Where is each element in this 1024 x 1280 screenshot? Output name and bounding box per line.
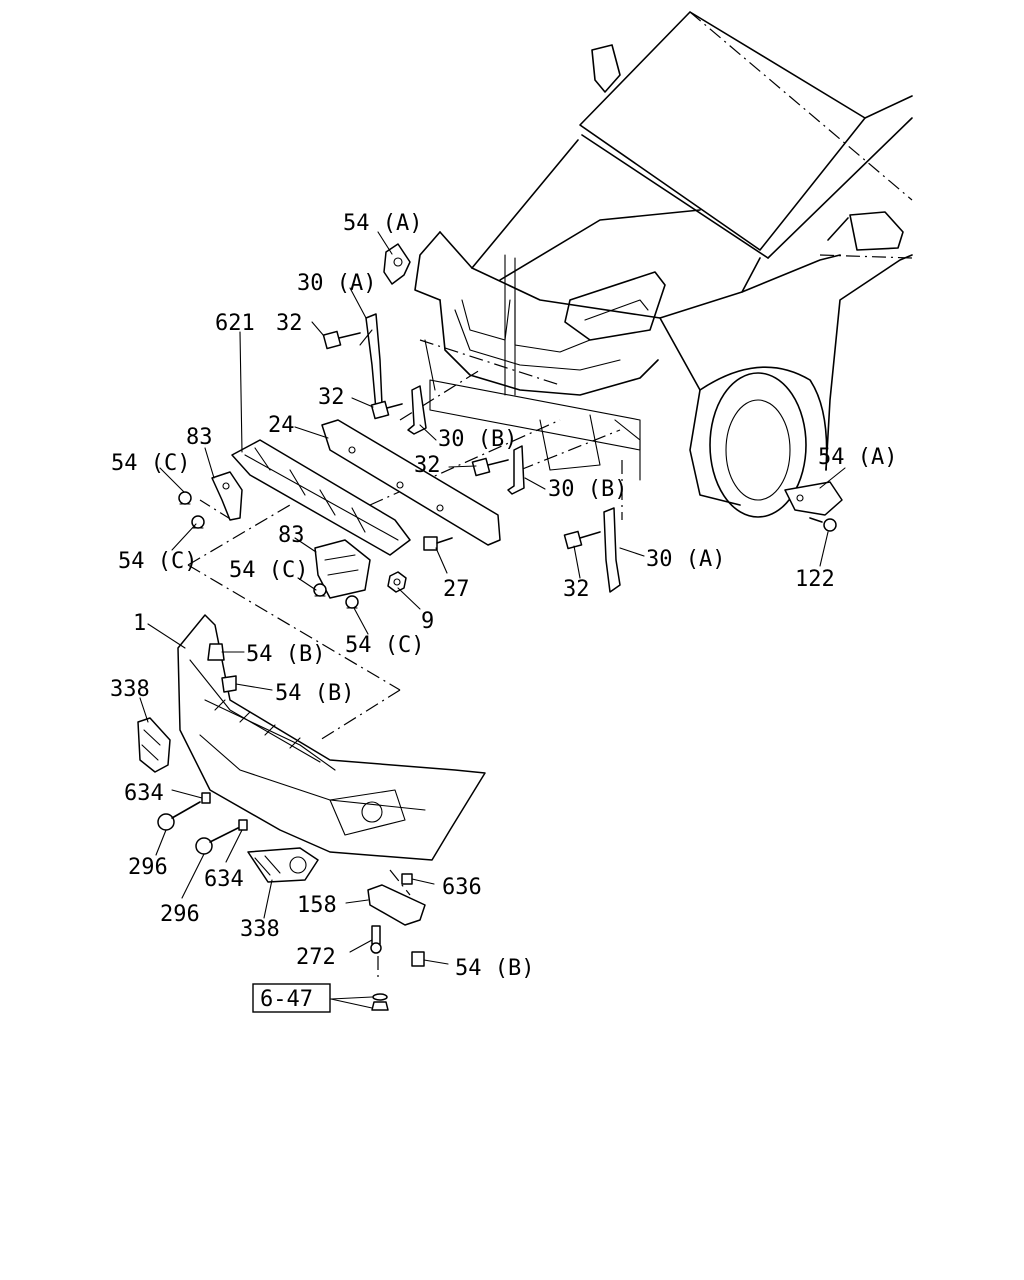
label-621: 621 xyxy=(215,311,255,336)
label-54b-c: 54 (B) xyxy=(455,956,534,981)
ref-box-label: 6-47 xyxy=(260,987,313,1012)
bracket-30a-upper xyxy=(359,313,383,411)
label-272: 272 xyxy=(296,945,336,970)
clip-54b-c xyxy=(411,951,425,967)
bracket-30b-a xyxy=(407,385,427,435)
label-54b-b: 54 (B) xyxy=(275,681,354,706)
label-296-a: 296 xyxy=(128,855,168,880)
label-54a-top: 54 (A) xyxy=(343,211,422,236)
grommet-634-a xyxy=(201,792,211,804)
vehicle-front-outline xyxy=(414,11,913,518)
bolt-32-d xyxy=(563,530,601,550)
label-634-b: 634 xyxy=(204,867,244,892)
bolt-32-b xyxy=(370,400,403,420)
grommet-634-b xyxy=(238,819,248,831)
clip-54b-b xyxy=(221,675,237,693)
clip-54b-a xyxy=(207,643,225,661)
bracket-83-b xyxy=(314,539,371,599)
label-54a-right: 54 (A) xyxy=(818,445,897,470)
leader-lines xyxy=(139,231,846,1009)
bolt-296-a xyxy=(157,801,201,831)
callout-labels: 54 (A) 30 (A) 32 32 30 (B) 32 30 (B) 621… xyxy=(110,211,897,1013)
label-32-d: 32 xyxy=(563,577,590,602)
label-296-b: 296 xyxy=(160,902,200,927)
clip-54c-c xyxy=(313,583,327,597)
bracket-30b-b xyxy=(507,445,525,495)
label-30b-a: 30 (B) xyxy=(438,427,517,452)
ref-box-border xyxy=(252,983,331,1013)
clip-636 xyxy=(401,873,413,885)
label-27: 27 xyxy=(443,577,470,602)
label-24: 24 xyxy=(268,413,295,438)
label-30b-b: 30 (B) xyxy=(548,477,627,502)
label-338-a: 338 xyxy=(110,677,150,702)
label-30a-top: 30 (A) xyxy=(297,271,376,296)
label-54c-b: 54 (C) xyxy=(118,549,197,574)
label-158: 158 xyxy=(297,893,337,918)
label-9: 9 xyxy=(421,609,434,634)
label-338-b: 338 xyxy=(240,917,280,942)
bracket-30a-lower xyxy=(603,507,621,593)
label-32-c: 32 xyxy=(414,453,441,478)
clip-54c-d xyxy=(345,595,359,609)
washer-nut xyxy=(371,993,389,1011)
label-634-a: 634 xyxy=(124,781,164,806)
reinforcement-24 xyxy=(321,419,501,546)
label-32-a: 32 xyxy=(276,311,303,336)
bracket-158 xyxy=(367,884,426,926)
absorber-621 xyxy=(231,439,411,556)
screw-122 xyxy=(809,517,837,532)
label-636: 636 xyxy=(442,875,482,900)
bolt-272 xyxy=(370,925,382,954)
bolt-32-a xyxy=(322,330,361,350)
label-122: 122 xyxy=(795,567,835,592)
bolt-296-b xyxy=(195,827,239,855)
bracket-54a-right xyxy=(784,481,843,516)
label-54c-a: 54 (C) xyxy=(111,451,190,476)
label-30a-b: 30 (A) xyxy=(646,547,725,572)
clip-54c-a xyxy=(178,491,192,505)
bolt-27 xyxy=(423,536,453,551)
label-54c-d: 54 (C) xyxy=(345,633,424,658)
label-83-a: 83 xyxy=(186,425,213,450)
clip-54a-top xyxy=(383,243,411,285)
nut-9 xyxy=(387,571,407,593)
label-54c-c: 54 (C) xyxy=(229,558,308,583)
bracket-83-a xyxy=(211,471,243,521)
fog-cover-338-b xyxy=(247,847,319,883)
label-1: 1 xyxy=(133,611,146,636)
front-bumper-1 xyxy=(177,614,486,861)
label-32-b: 32 xyxy=(318,385,345,410)
label-54b-a: 54 (B) xyxy=(246,642,325,667)
label-83-b: 83 xyxy=(278,523,305,548)
fog-cover-338-a xyxy=(137,717,171,773)
bolt-32-c xyxy=(471,457,509,477)
